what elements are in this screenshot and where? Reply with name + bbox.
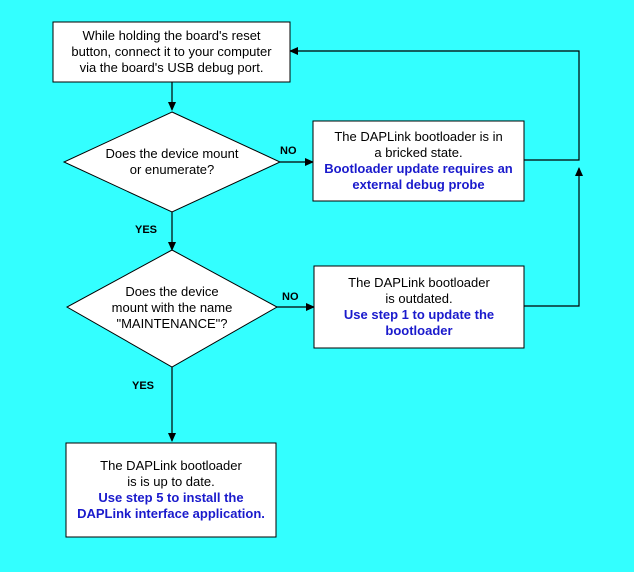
decision1-no-label: NO [280, 145, 297, 157]
decision2-line-2: mount with the name [111, 300, 233, 315]
decision1-yes-label: YES [135, 224, 158, 236]
decision2-yes-label: YES [132, 380, 155, 392]
uptodate-highlight-1: Use step 5 to install the [98, 490, 244, 505]
outdated-text: The DAPLink bootloader is outdated. Use … [314, 266, 524, 348]
start-text: While holding the board's reset button, … [53, 22, 290, 82]
decision2-diamond [65, 249, 279, 368]
bricked-box [312, 120, 525, 202]
uptodate-line-2: is is up to date. [127, 474, 215, 489]
decision2-line-1: Does the device [125, 284, 219, 299]
outdated-highlight-1: Use step 1 to update the [343, 307, 495, 322]
uptodate-line-1: The DAPLink bootloader [100, 458, 242, 473]
outdated-line-1: The DAPLink bootloader [348, 275, 490, 290]
edge-bricked-loop [289, 47, 580, 161]
bricked-highlight-1: Bootloader update requires an [324, 161, 513, 176]
bricked-highlight-2: external debug probe [352, 177, 485, 192]
bricked-line-2: a bricked state. [374, 145, 463, 160]
start-line-1: While holding the board's reset [82, 28, 261, 43]
decision1-diamond [62, 111, 282, 213]
uptodate-highlight-2: DAPLink interface application. [77, 506, 265, 521]
uptodate-text: The DAPLink bootloader is is up to date.… [66, 443, 276, 537]
decision1-line-1: Does the device mount [105, 146, 239, 161]
start-box [52, 21, 291, 83]
start-line-2: button, connect it to your computer [71, 44, 272, 59]
bricked-text: The DAPLink bootloader is in a bricked s… [313, 121, 524, 201]
decision2-line-3: "MAINTENANCE"? [116, 316, 228, 331]
edge-outdated-loop [524, 167, 583, 307]
decision1-line-2: or enumerate? [129, 162, 215, 177]
outdated-line-2: is outdated. [385, 291, 453, 306]
bricked-line-1: The DAPLink bootloader is in [334, 129, 503, 144]
decision2-text: Does the device mount with the name "MAI… [67, 252, 277, 364]
decision2-no-label: NO [282, 291, 299, 303]
outdated-highlight-2: bootloader [385, 323, 453, 338]
decision1-text: Does the device mount or enumerate? [64, 112, 280, 212]
uptodate-box [65, 442, 277, 538]
start-line-3: via the board's USB debug port. [79, 60, 264, 75]
outdated-box [313, 265, 525, 349]
